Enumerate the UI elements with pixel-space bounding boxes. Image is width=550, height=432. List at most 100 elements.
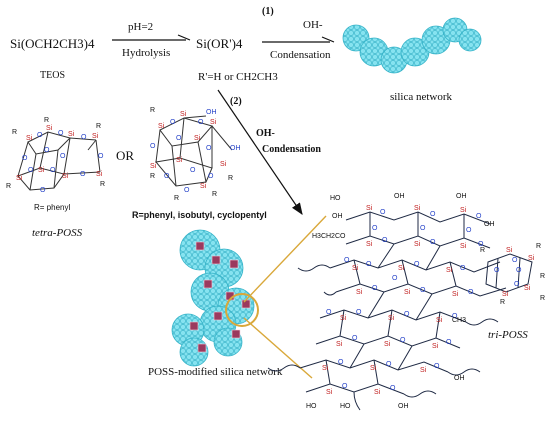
svg-text:O: O [512,257,518,264]
or-text: OR [116,148,134,163]
svg-text:O: O [170,119,176,126]
svg-text:Si: Si [506,247,513,254]
svg-text:O: O [40,187,46,194]
tetra-poss-r-label: R= phenyl [34,203,70,212]
svg-text:O: O [344,257,350,264]
svg-text:Si: Si [92,133,99,140]
svg-text:O: O [206,145,212,152]
svg-text:O: O [386,361,392,368]
svg-text:O: O [366,261,372,268]
svg-text:O: O [452,313,458,320]
svg-text:HO: HO [330,195,341,202]
svg-text:O: O [420,287,426,294]
svg-text:O: O [176,135,182,142]
poss-modified-silica-image [171,229,255,367]
tri-poss-monomer-structure: Si Si Si Si Si Si Si Si O O O O O O O O … [150,107,241,202]
svg-text:O: O [338,359,344,366]
svg-text:O: O [404,311,410,318]
path-1-label: (1) [262,6,274,17]
hydrolysis-arrow [112,34,191,41]
svg-text:O: O [208,173,214,180]
poss-cube-markers [189,241,251,353]
svg-text:O: O [420,225,426,232]
svg-text:H3CH2CO: H3CH2CO [312,233,346,240]
svg-text:Si: Si [38,167,45,174]
svg-text:O: O [390,385,396,392]
teos-label: TEOS [40,70,65,81]
svg-text:Si: Si [322,365,329,372]
svg-text:Si: Si [158,123,165,130]
svg-text:R: R [12,129,17,136]
svg-text:Si: Si [96,171,103,178]
svg-text:Si: Si [150,163,157,170]
svg-text:Si: Si [194,135,201,142]
intermediate-substituent-note: R'=H or CH2CH3 [198,71,278,83]
svg-text:OH: OH [332,213,343,220]
svg-text:Si: Si [220,161,227,168]
svg-text:O: O [372,225,378,232]
svg-text:Si: Si [398,265,405,272]
svg-text:Si: Si [384,341,391,348]
svg-text:Si: Si [436,317,443,324]
condensation-arrow-1 [262,36,335,43]
svg-text:O: O [514,281,520,288]
svg-text:Si: Si [336,341,343,348]
svg-text:Si: Si [446,267,453,274]
svg-text:OH: OH [206,109,217,116]
path-2-label: (2) [230,96,242,107]
svg-text:R: R [44,117,49,124]
svg-text:OH: OH [230,145,241,152]
silica-network-image [342,17,482,74]
svg-text:R: R [536,243,541,250]
svg-text:O: O [190,167,196,174]
svg-text:R: R [174,195,179,202]
svg-text:Si: Si [502,291,509,298]
svg-text:Si: Si [352,265,359,272]
svg-text:O: O [356,309,362,316]
svg-text:OH: OH [484,221,495,228]
svg-text:O: O [37,132,43,139]
svg-text:O: O [460,265,466,272]
hydrolysis-label: Hydrolysis [122,47,170,59]
poss-modified-silica-label: POSS-modified silica network [148,366,283,378]
svg-text:Si: Si [176,157,183,164]
intermediate-formula: Si(OR')4 [196,36,243,51]
svg-text:O: O [164,173,170,180]
svg-text:O: O [434,363,440,370]
svg-text:Si: Si [374,389,381,396]
teos-formula: Si(OCH2CH3)4 [10,36,95,51]
svg-text:O: O [326,309,332,316]
svg-text:Si: Si [460,243,467,250]
svg-text:Si: Si [420,367,427,374]
svg-text:Si: Si [528,255,535,262]
svg-text:O: O [430,211,436,218]
svg-text:O: O [476,213,482,220]
svg-text:Si: Si [16,175,23,182]
svg-text:O: O [468,289,474,296]
svg-text:O: O [516,267,522,274]
svg-text:O: O [414,261,420,268]
svg-text:R: R [228,175,233,182]
svg-text:O: O [494,267,500,274]
svg-text:O: O [58,130,64,137]
svg-text:Si: Si [26,135,33,142]
svg-text:Si: Si [432,343,439,350]
svg-text:O: O [478,241,484,248]
svg-text:O: O [98,153,104,160]
svg-text:R: R [540,273,545,280]
svg-text:Si: Si [414,241,421,248]
svg-text:Si: Si [210,119,217,126]
svg-text:Si: Si [366,241,373,248]
svg-text:R: R [96,123,101,130]
svg-text:R: R [150,173,155,180]
svg-text:O: O [392,275,398,282]
svg-text:O: O [81,134,87,141]
tri-poss-label: tri-POSS [488,329,528,341]
svg-text:O: O [430,239,436,246]
svg-text:O: O [382,237,388,244]
path-1-condition: Condensation [270,49,331,61]
tri-poss-r-label: R=phenyl, isobutyl, cyclopentyl [132,210,267,220]
svg-text:R: R [6,183,11,190]
svg-text:Si: Si [200,183,207,190]
